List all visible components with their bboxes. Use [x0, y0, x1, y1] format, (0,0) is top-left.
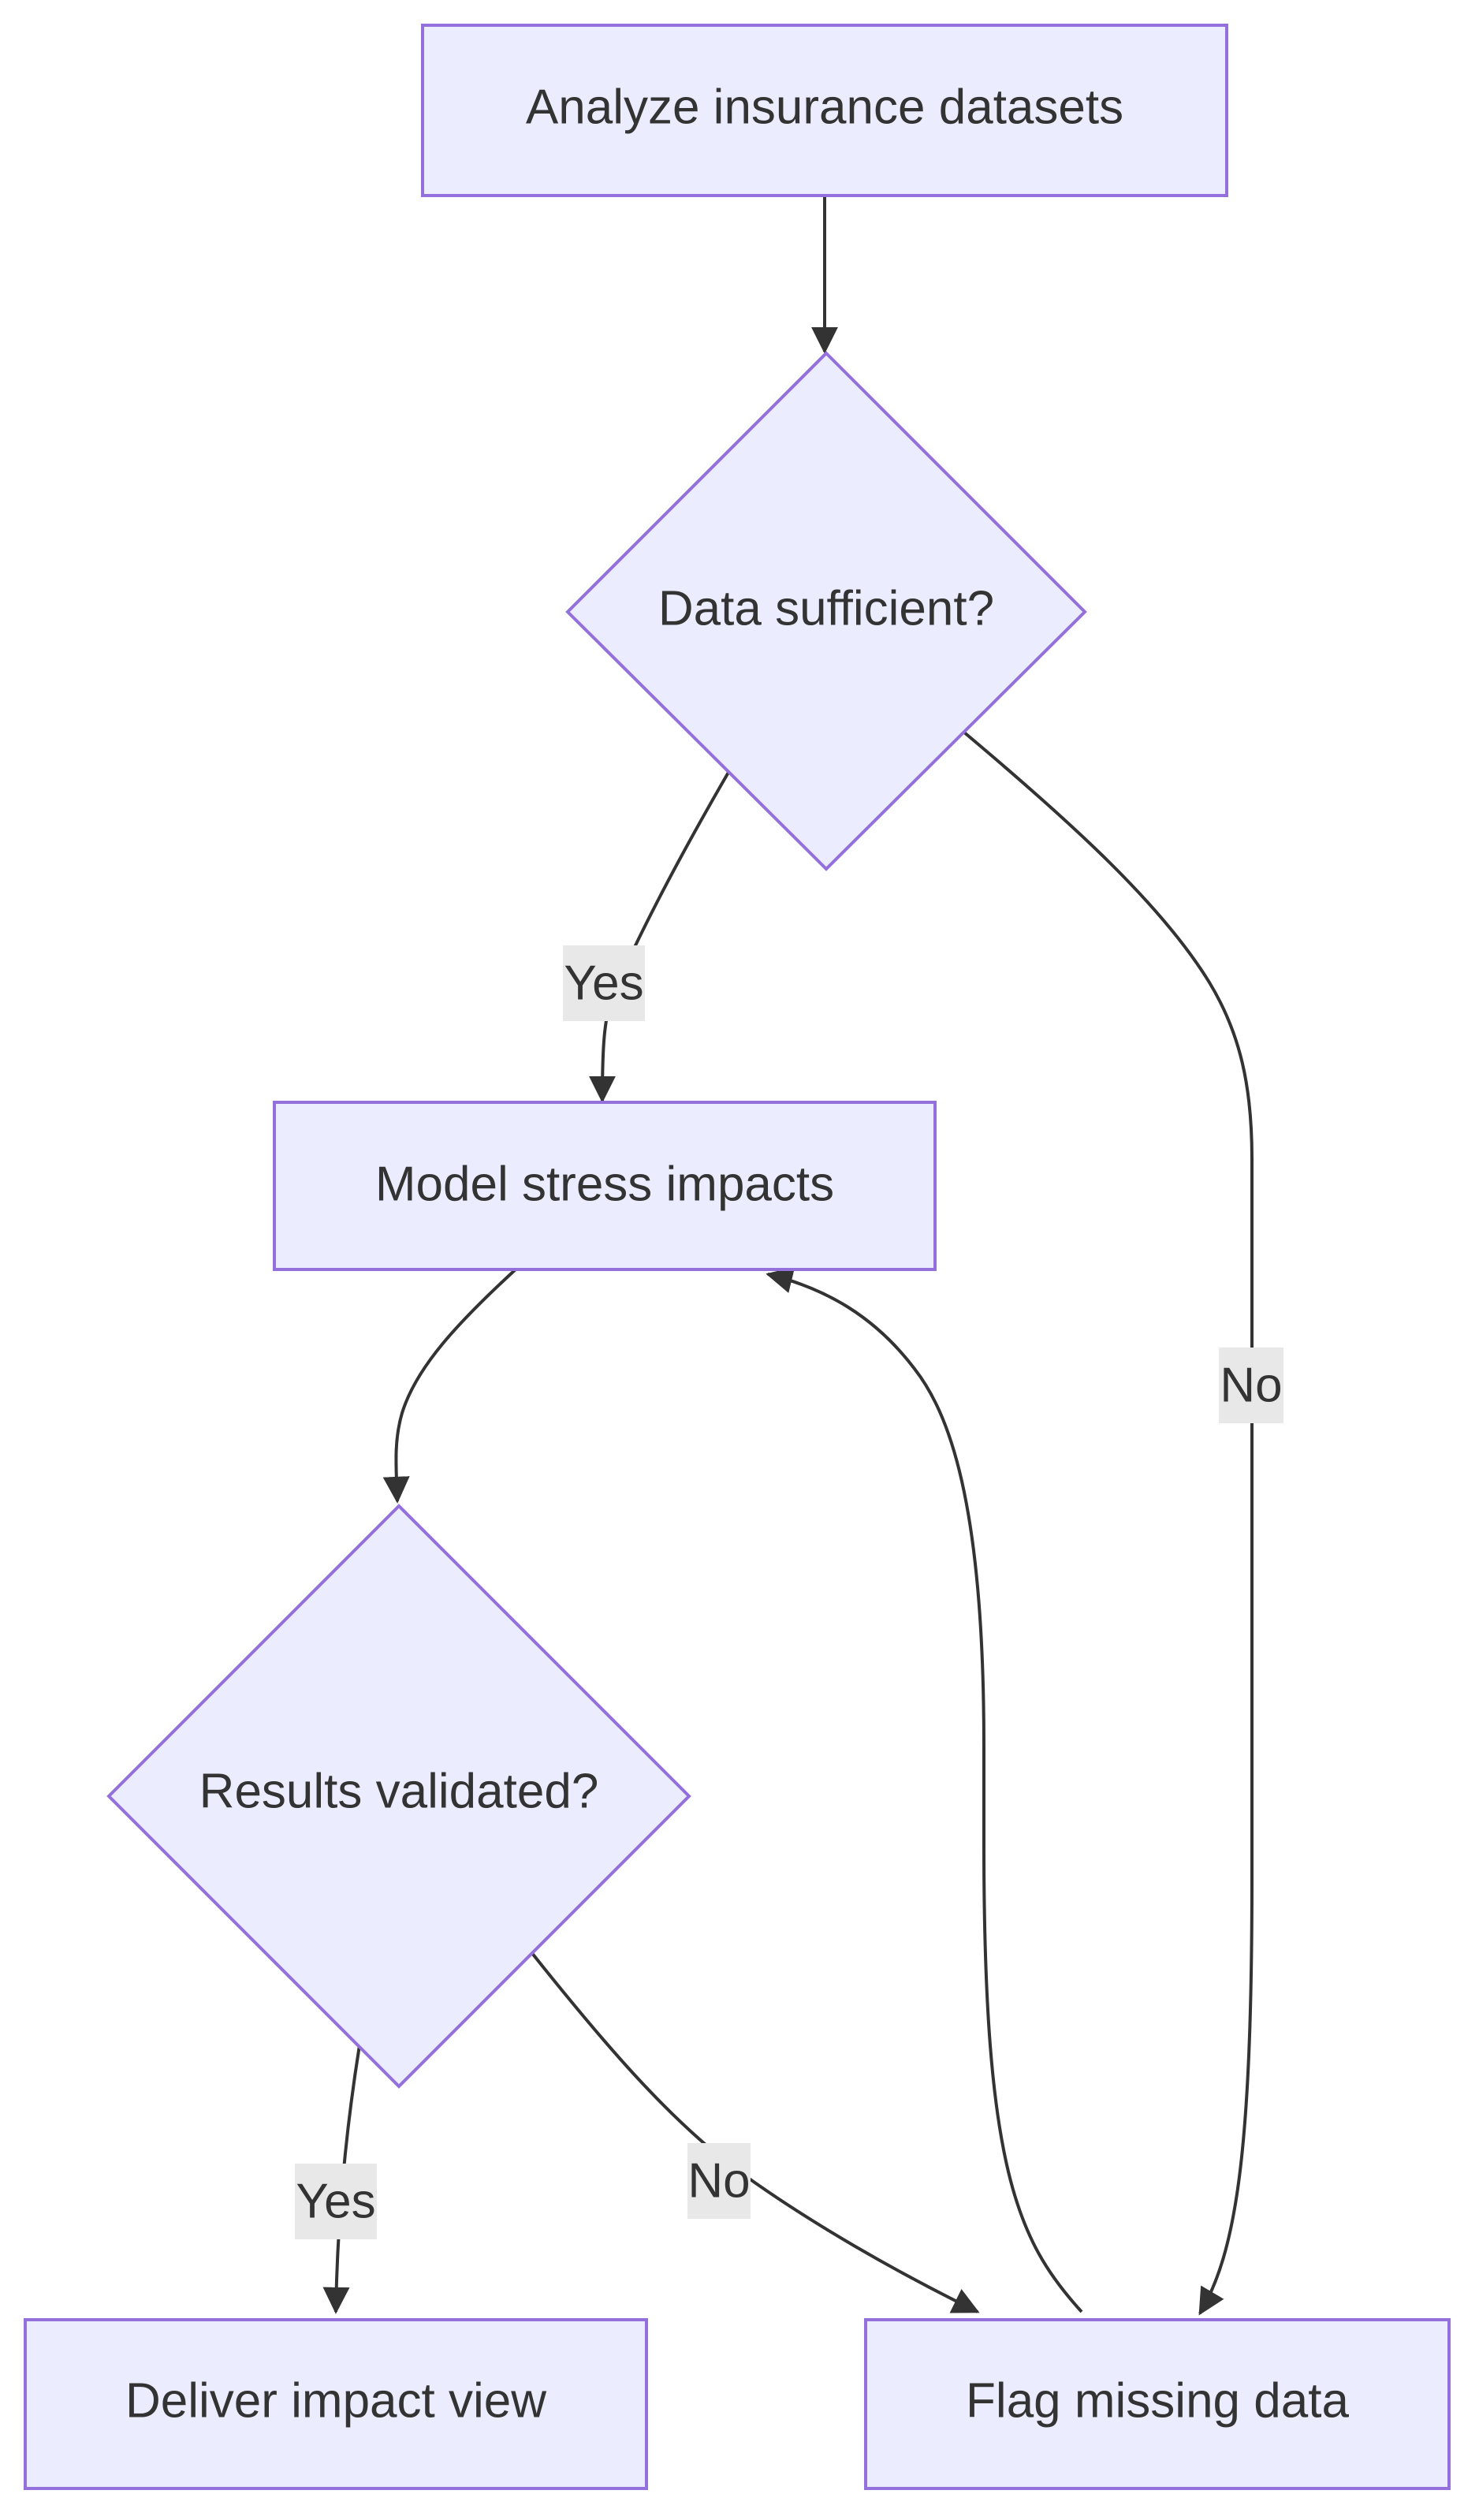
edge-label-text: No: [1220, 1359, 1282, 1413]
edge-label-text: No: [687, 2154, 750, 2209]
edge-label-background: [687, 2143, 751, 2219]
decision-diamond: [565, 351, 1087, 871]
edge-label-background: [563, 945, 645, 1021]
node-label: Deliver impact view: [125, 2374, 546, 2429]
edge-sufficient-to-flag: [962, 730, 1254, 2316]
edge-validated-to-flag: [530, 1951, 980, 2313]
node-results-validated-decision: Results validated?: [106, 1504, 691, 2089]
node-label: Flag missing data: [966, 2374, 1349, 2429]
node-label: Model stress impacts: [375, 1157, 834, 1212]
node-shape: [421, 24, 1228, 197]
node-shape: [273, 1101, 937, 1271]
edge-model-to-validated: [382, 1268, 517, 1504]
edge-sufficient-to-model: [589, 768, 732, 1103]
edge-label-validated-no: No: [687, 2143, 751, 2219]
edge-label-text: Yes: [564, 956, 643, 1011]
edge-label-background: [295, 2164, 377, 2239]
node-flag-missing-data: Flag missing data: [864, 2318, 1451, 2490]
edge-label-sufficient-yes: Yes: [563, 945, 645, 1021]
node-analyze-insurance-datasets: Analyze insurance datasets: [421, 24, 1228, 197]
node-shape: [24, 2318, 648, 2490]
node-data-sufficient-decision: Data sufficient?: [565, 351, 1087, 871]
edge-label-background: [1219, 1348, 1283, 1423]
node-deliver-impact-view: Deliver impact view: [24, 2318, 648, 2490]
edge-label-text: Yes: [296, 2175, 375, 2229]
node-label: Results validated?: [199, 1765, 599, 1819]
node-label: Analyze insurance datasets: [526, 80, 1123, 135]
edge-label-sufficient-no: No: [1219, 1348, 1283, 1423]
edge-flag-to-model: [766, 1266, 1083, 2313]
node-label: Data sufficient?: [658, 582, 994, 636]
edge-label-validated-yes: Yes: [295, 2164, 377, 2239]
node-shape: [864, 2318, 1451, 2490]
node-model-stress-impacts: Model stress impacts: [273, 1101, 937, 1271]
decision-diamond: [106, 1504, 691, 2089]
